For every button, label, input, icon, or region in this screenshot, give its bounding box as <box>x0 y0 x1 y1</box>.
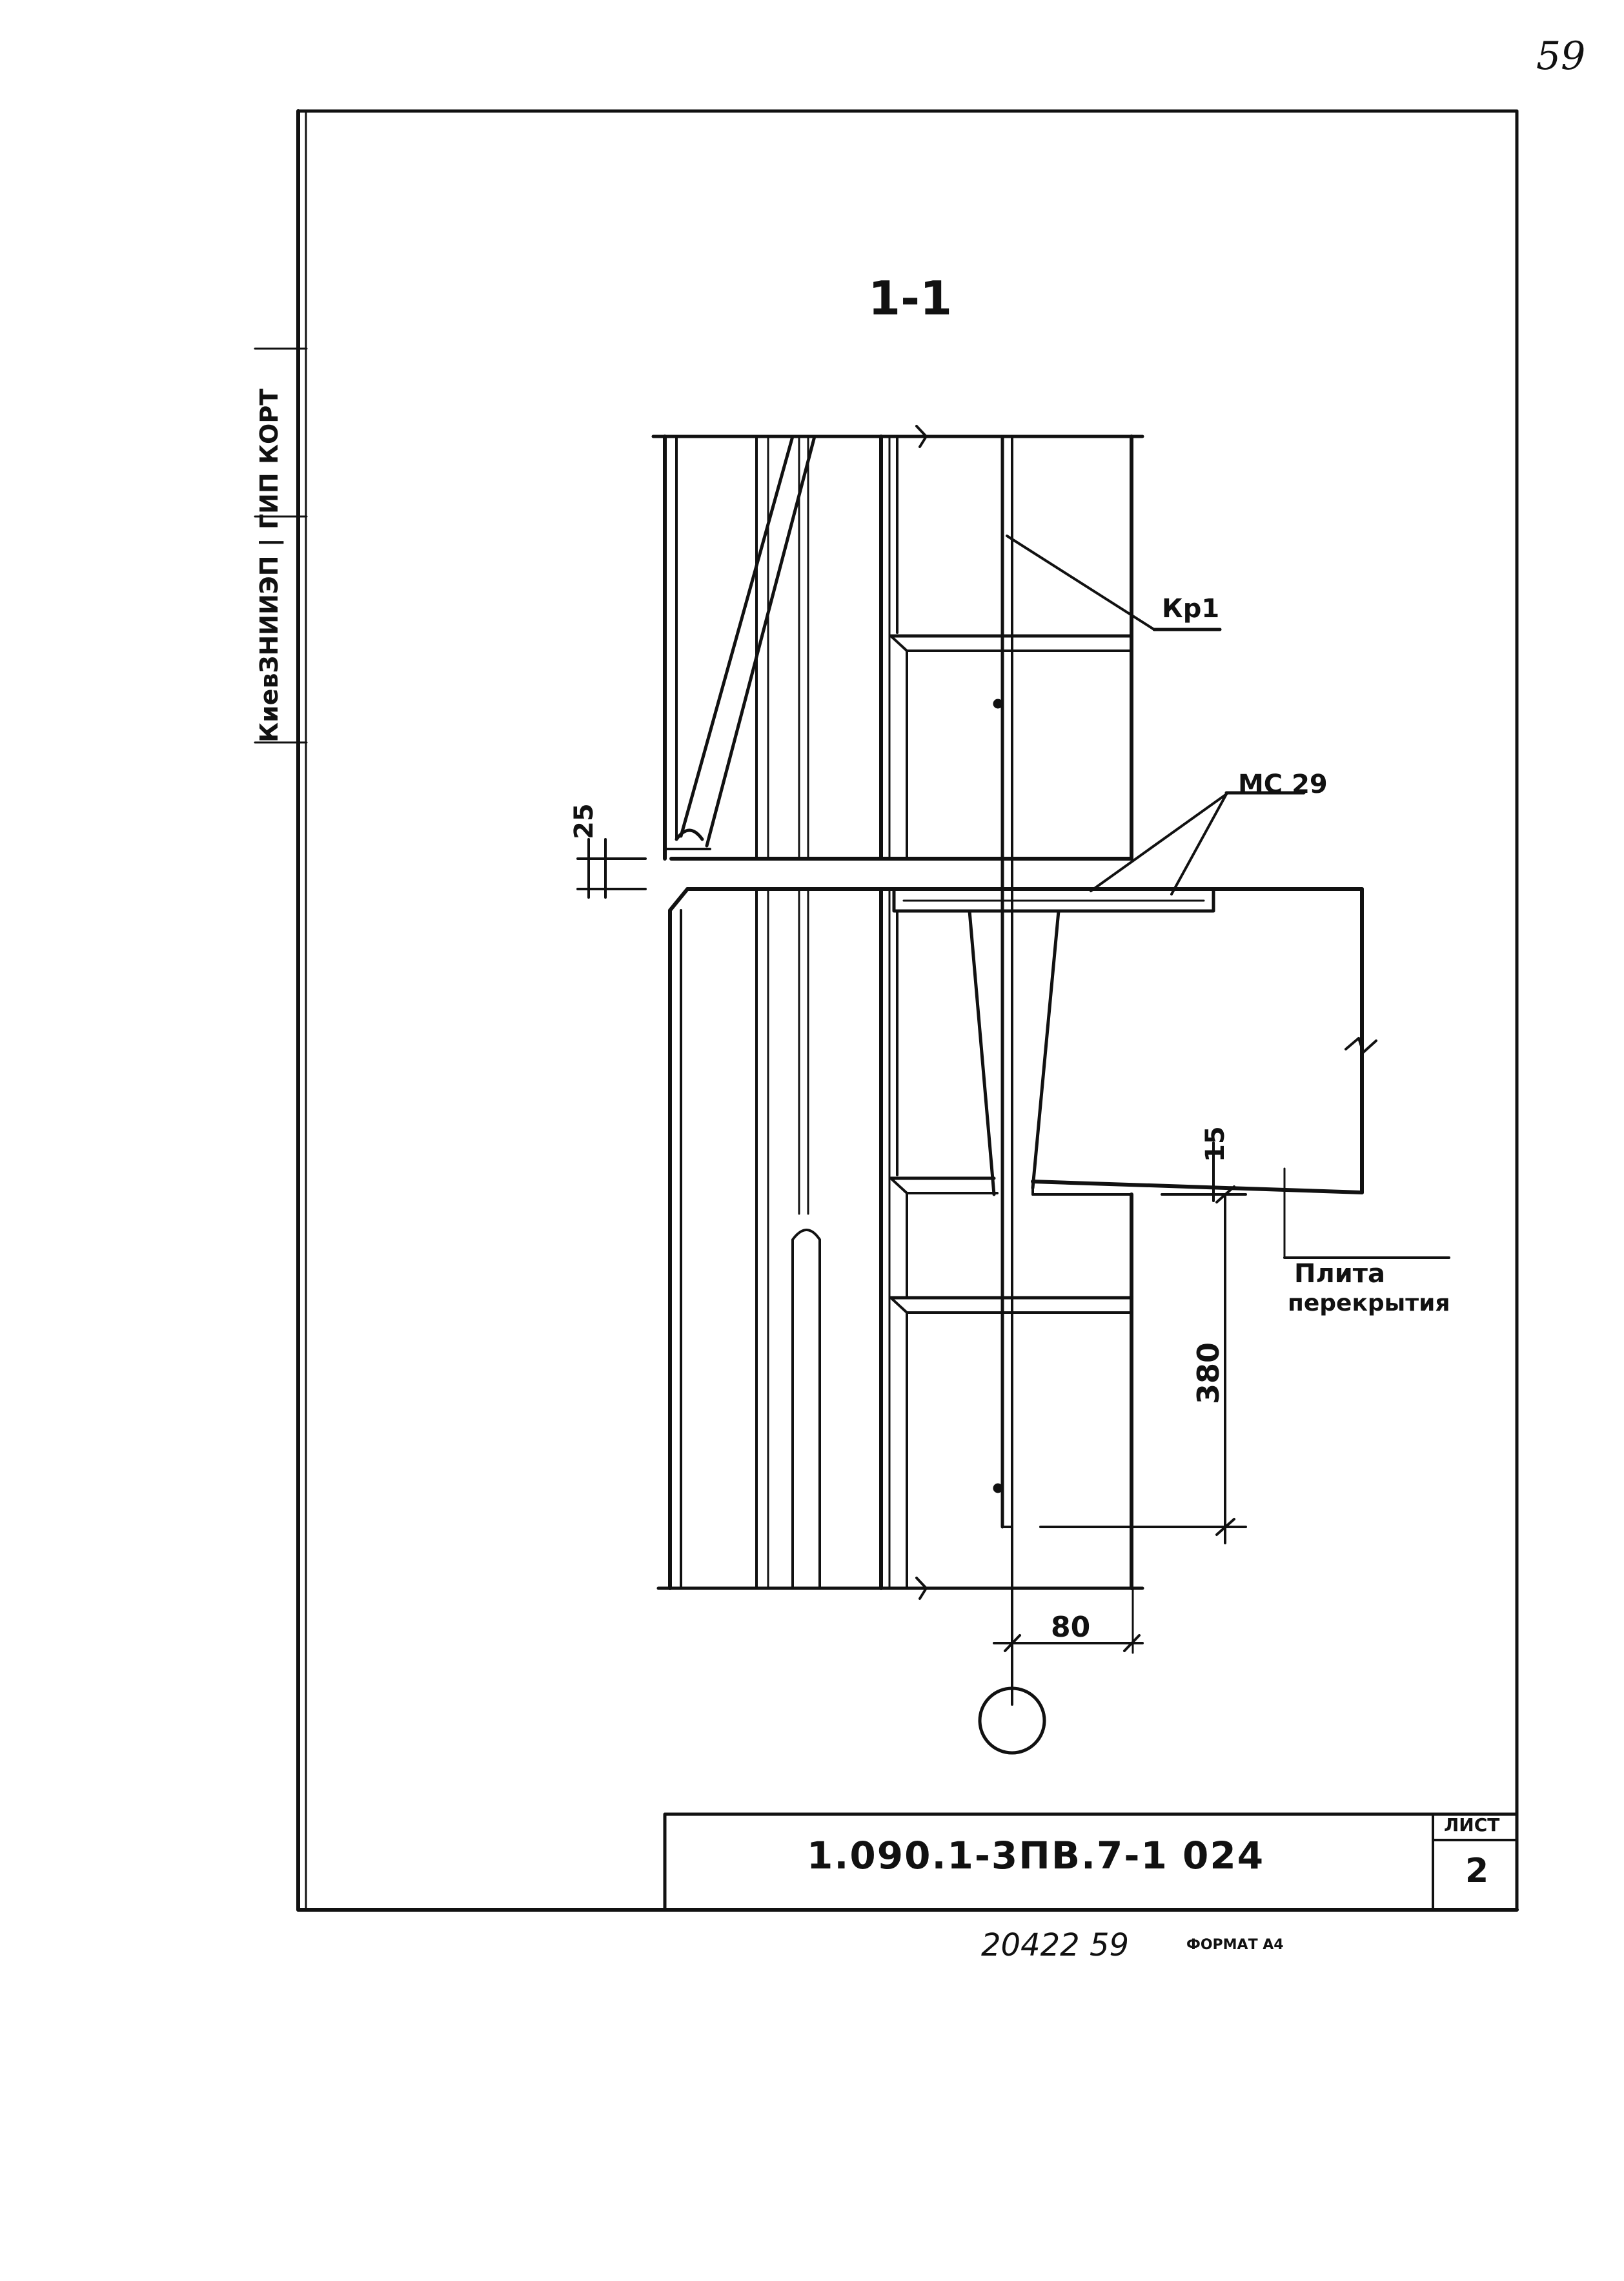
dimension-anchor-depth: 380 <box>1191 1342 1226 1404</box>
label-slab-line1: Плита <box>1294 1259 1385 1289</box>
sheet-label: ЛИСТ <box>1444 1814 1500 1836</box>
section-label: 1-1 <box>868 271 953 325</box>
dimension-gap: 25 <box>569 803 599 839</box>
side-stamp: КиевЗНИИЭП | ГИП КОРТ <box>255 388 283 742</box>
label-kr1: Кр1 <box>1162 594 1220 624</box>
dimension-seat: 15 <box>1201 1126 1230 1162</box>
page-number: 59 <box>1536 34 1586 79</box>
label-mc29: МС 29 <box>1238 770 1328 799</box>
title-block <box>663 1812 1519 1912</box>
sheet-number: 2 <box>1465 1852 1489 1890</box>
embedded-plate <box>892 887 1215 913</box>
format-label: ФОРМАТ А4 <box>1186 1937 1284 1953</box>
dimension-offset: 80 <box>1051 1611 1091 1644</box>
label-slab-line2: перекрытия <box>1288 1290 1450 1316</box>
drawing-code: 1.090.1-3ПВ.7-1 024 <box>807 1834 1265 1877</box>
axis-marker <box>978 1686 1046 1755</box>
archive-stamp: 20422 59 <box>981 1927 1130 1963</box>
